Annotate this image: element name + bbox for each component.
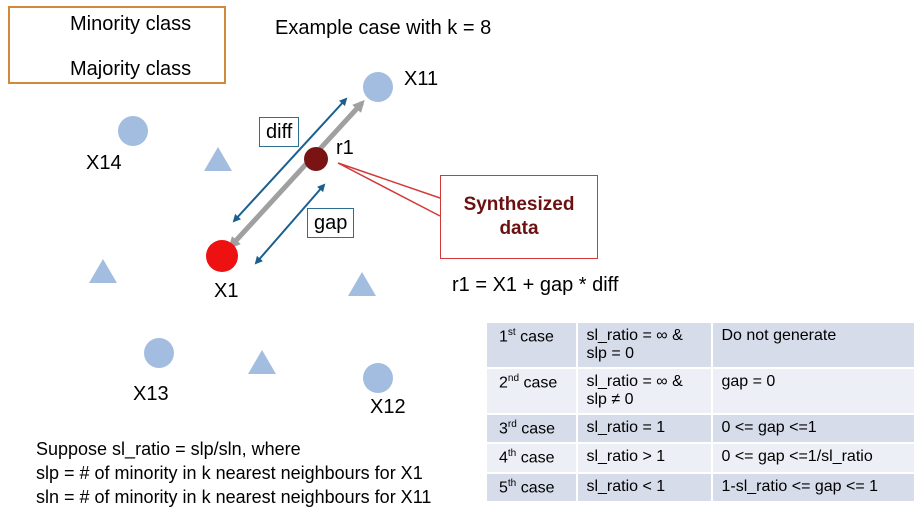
case-action: 1-sl_ratio <= gap <= 1 (713, 473, 916, 503)
point-x1 (206, 240, 238, 272)
note-line2: slp = # of minority in k nearest neighbo… (36, 463, 423, 483)
formula: r1 = X1 + gap * diff (452, 274, 619, 296)
synthesized-label-line2: data (499, 218, 539, 239)
synthesized-label-line1: Synthesized (463, 194, 575, 215)
point-x11 (363, 72, 393, 102)
case-condition: sl_ratio > 1 (578, 444, 714, 474)
note-line1: Suppose sl_ratio = slp/sln, where (36, 439, 301, 459)
table-row: 1st case sl_ratio = ∞ &slp = 0 Do not ge… (487, 323, 916, 369)
callout-pointer (337, 162, 441, 217)
label-x11: X11 (404, 68, 439, 90)
legend-box (8, 6, 226, 84)
case-name: 2nd case (487, 369, 579, 415)
point-r1 (304, 147, 328, 171)
table-row: 2nd case sl_ratio = ∞ &slp ≠ 0 gap = 0 (487, 369, 916, 415)
case-action: 0 <= gap <=1/sl_ratio (713, 444, 916, 474)
case-condition: sl_ratio = ∞ &slp ≠ 0 (578, 369, 714, 415)
cases-table: 1st case sl_ratio = ∞ &slp = 0 Do not ge… (487, 323, 916, 503)
label-x13: X13 (133, 383, 169, 405)
case-action: gap = 0 (713, 369, 916, 415)
majority-point (248, 350, 276, 374)
note-line3: sln = # of minority in k nearest neighbo… (36, 487, 432, 507)
case-name: 5th case (487, 473, 579, 503)
majority-point (204, 147, 232, 171)
table-row: 4th case sl_ratio > 1 0 <= gap <=1/sl_ra… (487, 444, 916, 474)
majority-point (348, 272, 376, 296)
label-r1: r1 (336, 137, 354, 159)
case-condition: sl_ratio = 1 (578, 415, 714, 445)
legend-majority-label: Majority class (70, 58, 192, 80)
diff-label: diff (259, 117, 300, 147)
legend-minority-label: Minority class (70, 13, 192, 35)
majority-point (89, 259, 117, 283)
synthesized-callout: Synthesized data (440, 175, 598, 259)
label-x1: X1 (214, 280, 239, 302)
point-x13 (144, 338, 174, 368)
segment-arrow (228, 100, 365, 249)
point-x12 (363, 363, 393, 393)
case-name: 3rd case (487, 415, 579, 445)
example-title: Example case with k = 8 (275, 17, 492, 39)
gap-label: gap (307, 208, 355, 238)
table-row: 3rd case sl_ratio = 1 0 <= gap <=1 (487, 415, 916, 445)
table-row: 5th case sl_ratio < 1 1-sl_ratio <= gap … (487, 473, 916, 503)
case-condition: sl_ratio < 1 (578, 473, 714, 503)
case-action: Do not generate (713, 323, 916, 369)
point-x14 (118, 116, 148, 146)
case-name: 1st case (487, 323, 579, 369)
label-x14: X14 (86, 152, 122, 174)
case-condition: sl_ratio = ∞ &slp = 0 (578, 323, 714, 369)
case-name: 4th case (487, 444, 579, 474)
label-x12: X12 (370, 396, 406, 418)
case-action: 0 <= gap <=1 (713, 415, 916, 445)
